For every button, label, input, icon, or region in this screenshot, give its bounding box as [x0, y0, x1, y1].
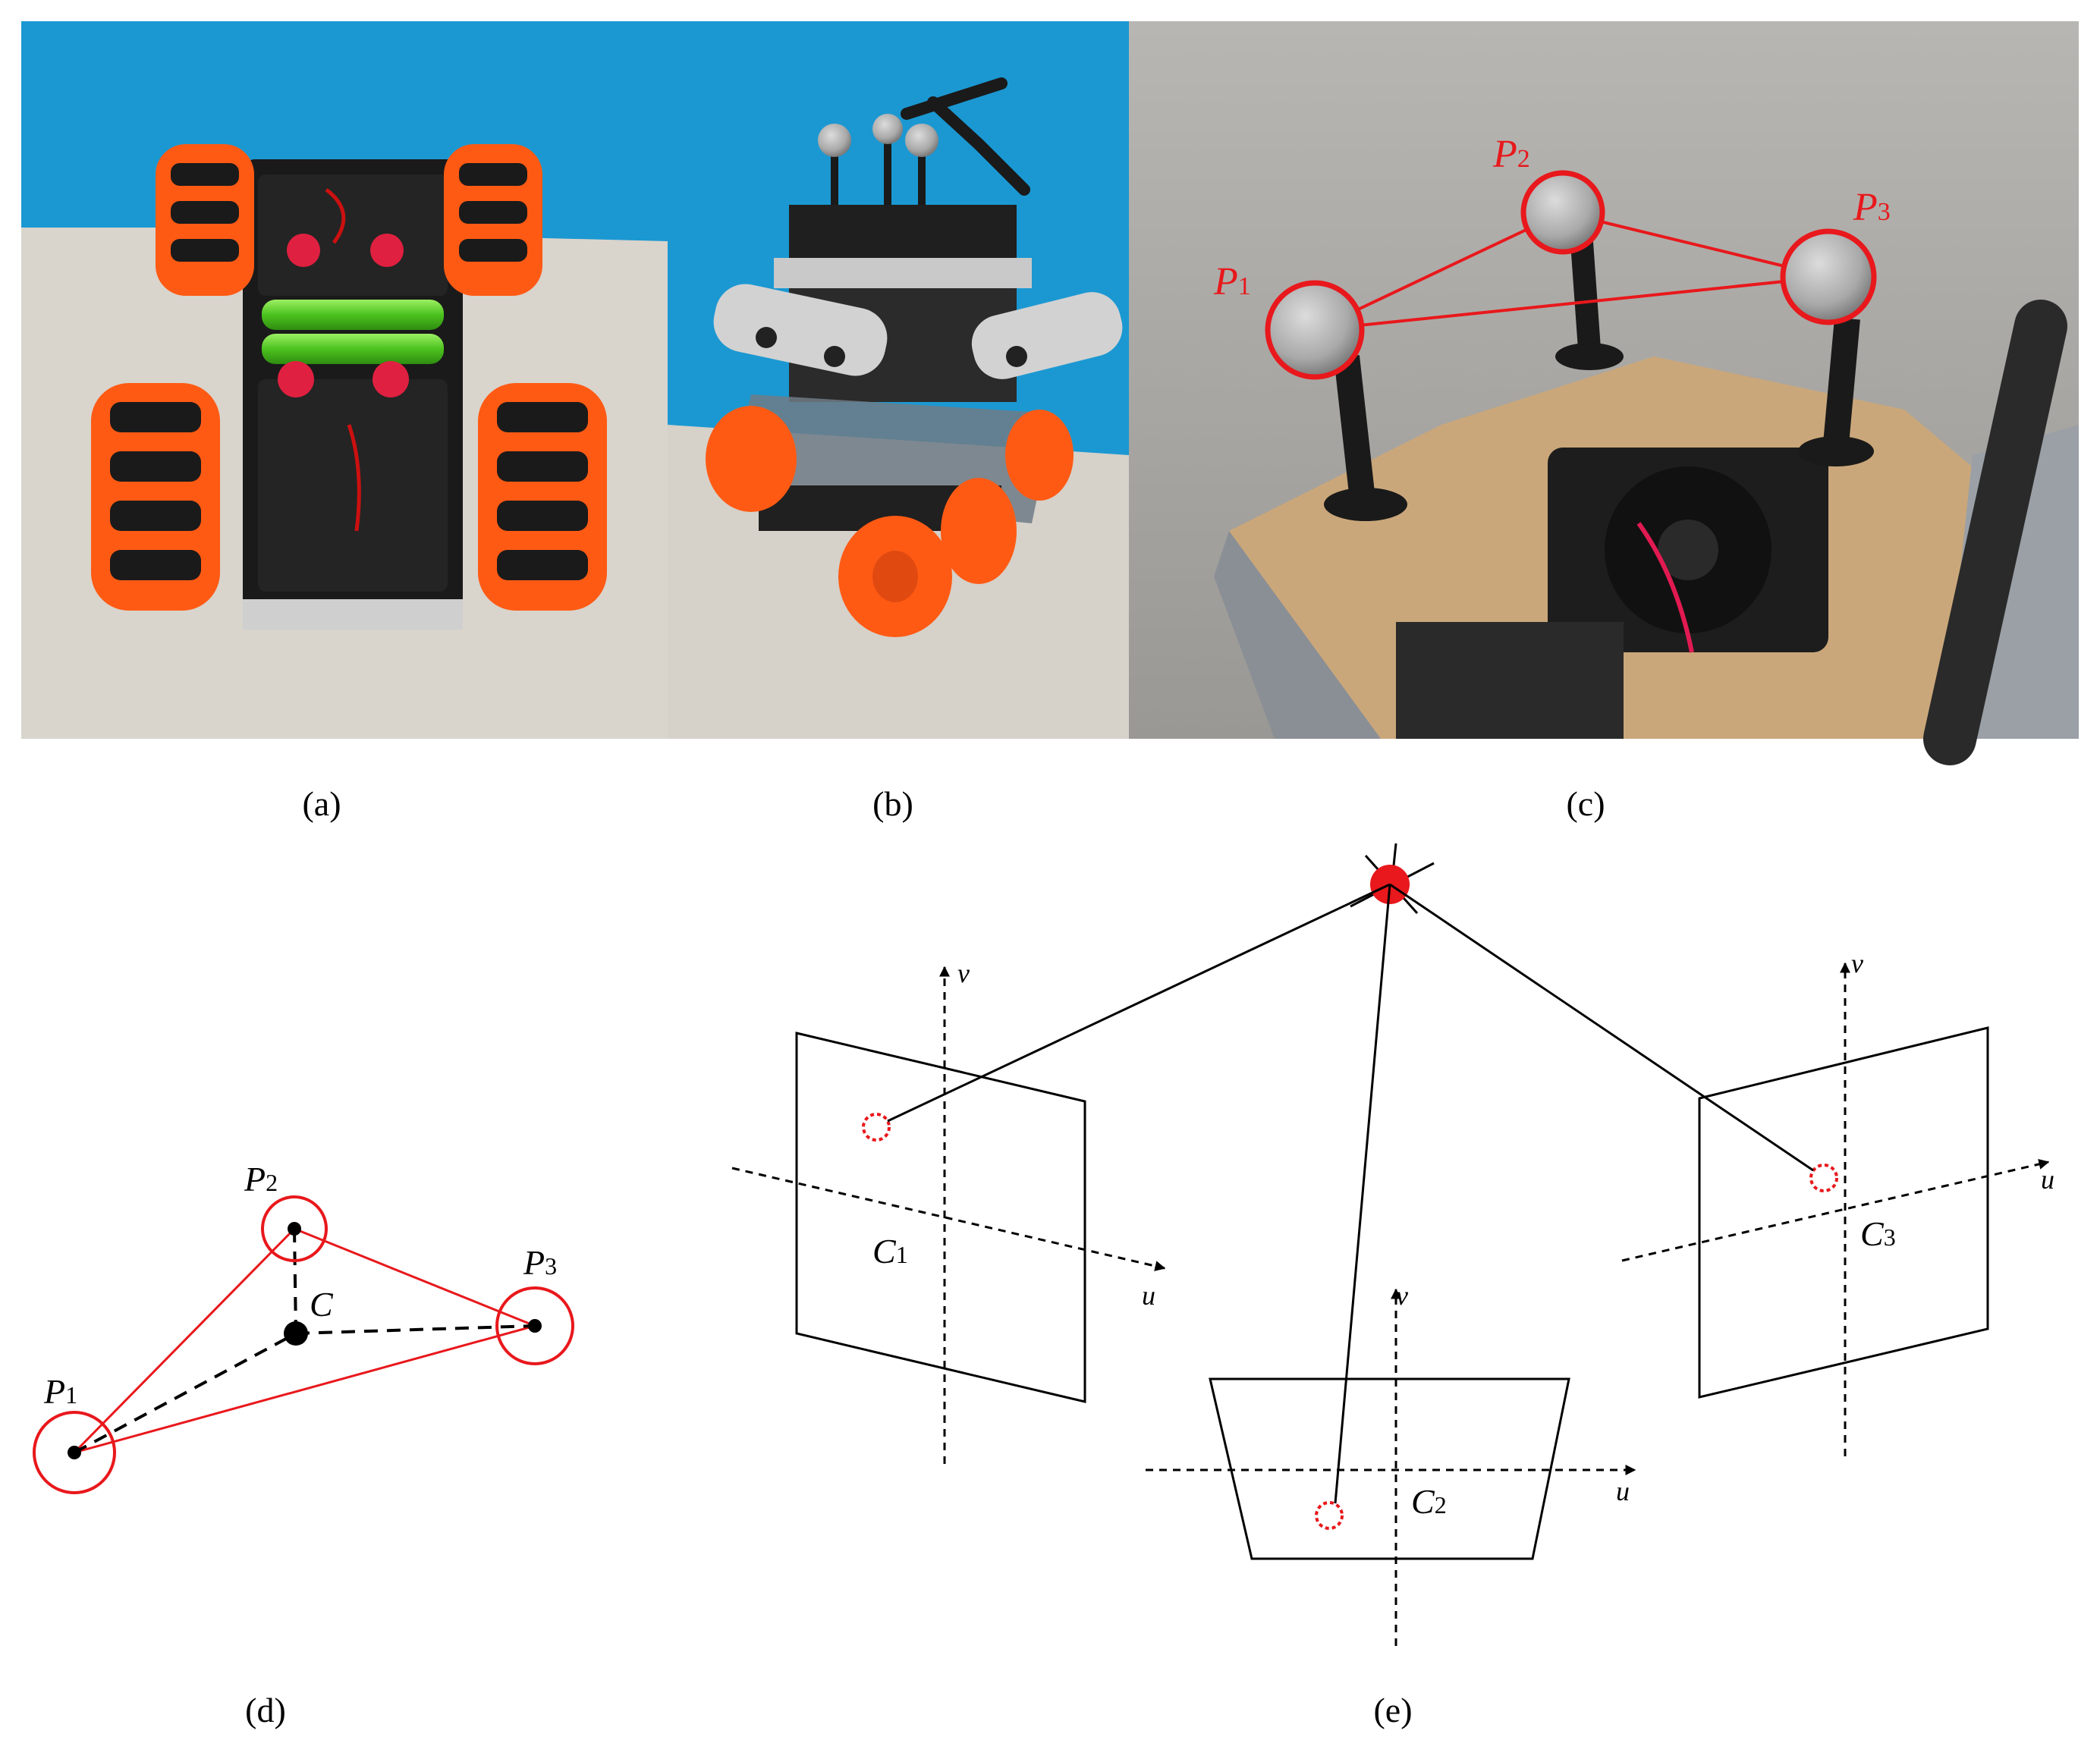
- robot-top-view: [91, 144, 607, 630]
- caption-c: (c): [1566, 784, 1605, 823]
- axis-u-c2: u: [1616, 1476, 1630, 1506]
- marker-poles-c: [1324, 241, 1874, 521]
- axis-u-c3: u: [2041, 1164, 2054, 1195]
- marker-ball-p1: [1265, 280, 1365, 380]
- axis-v-c3: v: [1851, 948, 1863, 978]
- camera-c2: v u C2: [1146, 1280, 1636, 1646]
- axis-v-c2: v: [1396, 1280, 1408, 1311]
- projection-rays: [887, 883, 1814, 1504]
- caption-b: (b): [872, 784, 913, 823]
- label-c2: C2: [1411, 1482, 1447, 1521]
- label-d-centroid: C: [310, 1285, 334, 1324]
- axis-v-c1: v: [957, 958, 970, 988]
- label-c-p1: P1: [1213, 260, 1251, 303]
- target-marker: [1350, 843, 1435, 915]
- marker-circle-p1: [33, 1411, 116, 1494]
- label-c-p2: P2: [1492, 133, 1530, 176]
- caption-e: (e): [1373, 1691, 1412, 1729]
- caption-a: (a): [302, 784, 341, 823]
- label-c1: C1: [872, 1232, 908, 1270]
- panel-a-photo: [21, 21, 668, 739]
- centroid-point: [284, 1321, 308, 1346]
- label-d-p1: P1: [43, 1372, 77, 1411]
- caption-d: (d): [245, 1691, 286, 1729]
- panel-d-diagram: P1 P2 P3 C: [33, 1160, 574, 1494]
- marker-ball-p3: [1780, 228, 1877, 325]
- marker-ball-p2: [1520, 170, 1605, 255]
- marker-circle-p3: [495, 1286, 574, 1365]
- label-d-p2: P2: [244, 1160, 278, 1198]
- marker-triangle: [71, 1227, 539, 1455]
- camera-c3: v u C3: [1621, 948, 2054, 1456]
- axis-u-c1: u: [1142, 1280, 1155, 1311]
- label-c-p3: P3: [1853, 186, 1891, 229]
- label-d-p3: P3: [523, 1243, 557, 1282]
- label-c3: C3: [1860, 1214, 1896, 1253]
- marker-circle-p2: [261, 1195, 328, 1262]
- panel-b-photo: [668, 21, 1129, 739]
- panel-e-diagram: v u C1 v u C2 v u C3: [731, 843, 2054, 1646]
- camera-c1: v u C1: [731, 958, 1166, 1464]
- panel-c-photo: P1 P2 P3: [1129, 21, 2079, 765]
